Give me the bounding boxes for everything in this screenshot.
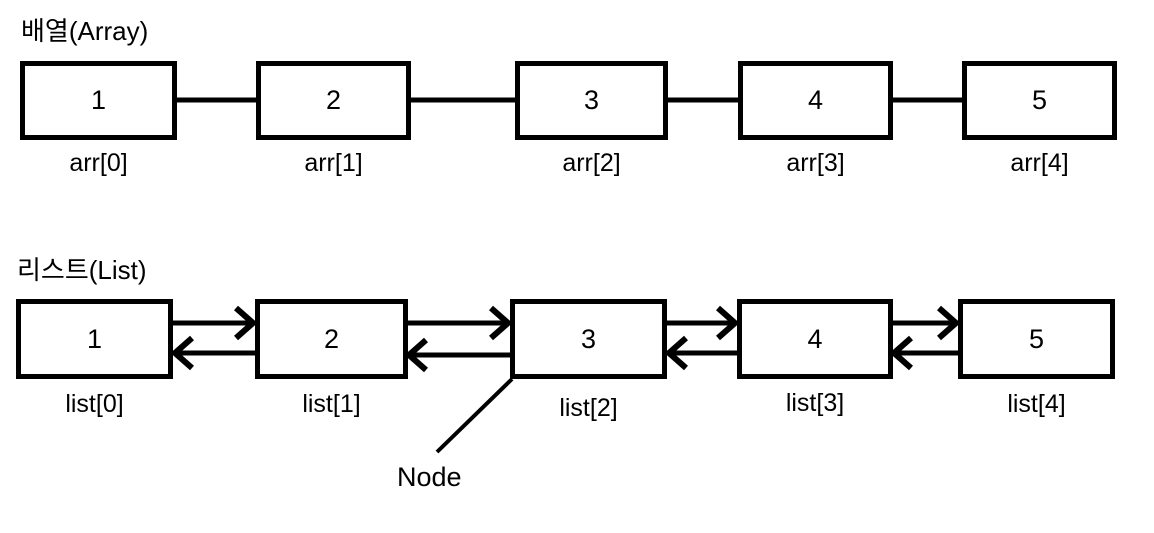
prev-arrow-icon xyxy=(889,335,958,371)
array-cell-1: 2 xyxy=(256,61,411,140)
node-annotation-label: Node xyxy=(397,462,462,492)
list-node-0: 1 xyxy=(16,299,173,379)
list-node-4: 5 xyxy=(958,299,1115,379)
list-index-label-3: list[3] xyxy=(785,389,845,417)
list-index-label-2: list[2] xyxy=(559,394,618,422)
list-node-2: 3 xyxy=(510,299,667,379)
array-cell-3: 4 xyxy=(738,61,893,140)
array-index-label-4: arr[4] xyxy=(1010,149,1069,177)
list-index-label-1: list[1] xyxy=(302,390,361,418)
list-node-3: 4 xyxy=(737,299,893,379)
list-node-value: 4 xyxy=(807,323,823,354)
array-cell-value: 3 xyxy=(583,85,600,115)
array-cell-value: 1 xyxy=(90,85,107,115)
array-cell-0: 1 xyxy=(20,61,177,140)
list-section-title: 리스트(List) xyxy=(17,255,147,285)
array-cell-value: 4 xyxy=(807,85,824,115)
list-index-label-0: list[0] xyxy=(65,390,124,418)
list-node-value: 1 xyxy=(86,323,103,354)
prev-arrow-icon xyxy=(404,337,510,373)
list-node-1: 2 xyxy=(255,299,408,379)
array-index-label-2: arr[2] xyxy=(562,149,621,177)
list-node-value: 2 xyxy=(323,323,340,354)
array-index-label-1: arr[1] xyxy=(304,149,363,177)
prev-arrow-icon xyxy=(170,335,255,371)
list-node-value: 3 xyxy=(580,323,597,354)
node-callout-line xyxy=(435,377,514,454)
array-cell-4: 5 xyxy=(962,61,1117,140)
next-arrow-icon xyxy=(892,305,961,341)
list-index-label-4: list[4] xyxy=(1007,390,1066,418)
next-arrow-icon xyxy=(173,305,258,341)
array-section-title: 배열(Array) xyxy=(21,16,149,46)
array-index-label-0: arr[0] xyxy=(69,149,128,177)
array-cell-2: 3 xyxy=(515,61,668,140)
next-arrow-icon xyxy=(407,305,513,341)
prev-arrow-icon xyxy=(664,335,737,371)
array-cell-value: 2 xyxy=(325,85,342,115)
array-index-label-3: arr[3] xyxy=(786,149,845,177)
array-cell-value: 5 xyxy=(1031,85,1048,115)
list-node-value: 5 xyxy=(1028,323,1045,354)
next-arrow-icon xyxy=(667,305,740,341)
